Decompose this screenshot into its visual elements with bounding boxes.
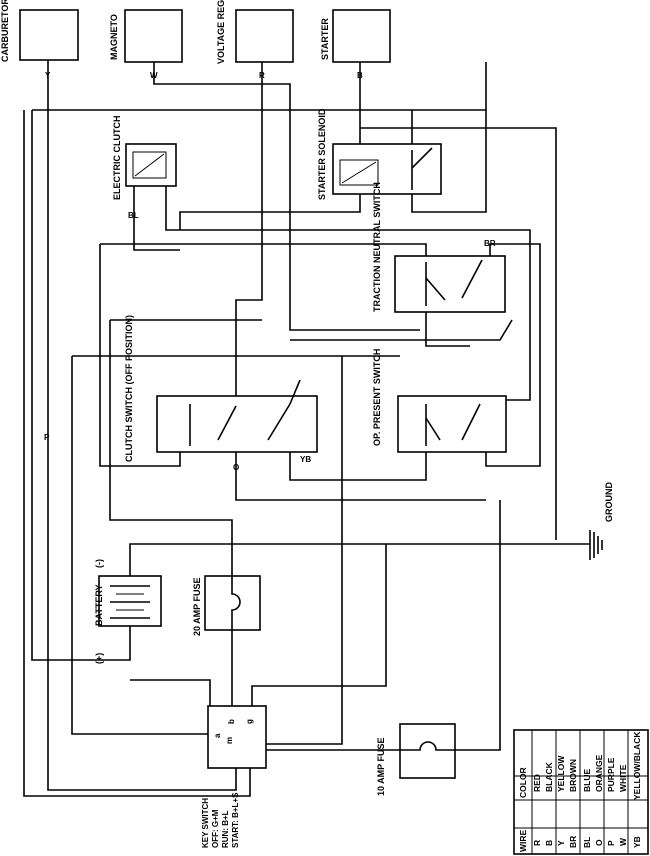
legend-header-color: COLOR [518,767,528,798]
op-present-switch-label: OP. PRESENT SWITCH [372,349,382,446]
clutch-switch-box [156,395,318,453]
starter-solenoid-label: STARTER SOLENOID [317,108,327,200]
legend-wire: BR [568,836,578,848]
starter-solenoid-coil [339,159,379,186]
legend-color: BLACK [544,761,554,792]
legend-wire: R [532,840,542,846]
battery-plus-label: (+) [94,653,104,664]
clutch-switch-label: CLUTCH SWITCH (OFF POSITION) [124,315,134,462]
fuse-10-element [400,741,455,751]
legend-color: YELLOW [556,755,566,792]
wire-label: BL [128,211,139,220]
legend-color: PURPLE [606,757,616,792]
wire-label: YB [300,455,311,464]
legend-color: RED [532,774,542,792]
legend-color: BLUE [582,769,592,792]
key-terminal-a: a [213,733,222,738]
starter-box [332,9,391,63]
legend-header-wire: WIRE [518,829,528,852]
legend-wire: B [544,840,554,846]
wire-label: P [44,433,50,442]
battery-minus-label: (-) [94,559,104,568]
fuse-20-element [231,576,241,630]
key-switch-label: KEY SWITCH [201,798,210,848]
wires [23,60,590,797]
electric-clutch-coil [132,151,167,179]
legend-wire: P [606,840,616,846]
wire-labels: Y W R B BL BR O P YB [44,71,496,472]
starter-label: STARTER [320,18,330,60]
op-present-switch-box [397,395,507,453]
legend-wire: W [618,837,628,846]
key-switch-off: OFF: G+M [211,809,220,848]
legend-wire: Y [556,840,566,846]
fuse-10-label: 10 AMP FUSE [376,737,386,796]
starter-solenoid-box [332,143,442,195]
key-switch-run: RUN: B+L [221,810,230,848]
carburetor-solenoid-label: CARBURETOR SOLENOID [0,0,10,62]
wire-label: O [233,463,239,472]
voltage-regulator-box [235,9,294,63]
wire-label: B [357,71,363,80]
traction-neutral-switch-box [394,255,506,313]
magneto-label: MAGNETO [109,14,119,60]
wire-label: BR [484,239,496,248]
legend-color: ORANGE [594,754,604,792]
key-switch-box [207,705,267,769]
legend-wire: BL [582,837,592,848]
key-terminal-b: b [227,719,236,724]
legend-color: BROWN [568,759,578,792]
wire-label: R [259,71,265,80]
legend-wire: YB [632,836,642,848]
magneto-box [124,9,183,63]
legend-color: YELLOW/BLACK [632,731,642,800]
electric-clutch-box [125,143,177,187]
battery-label: BATTERY [94,585,104,627]
traction-neutral-switch-label: TRACTION NEUTRAL SWITCH [372,182,382,312]
legend-color: WHITE [618,764,628,792]
carburetor-solenoid-box [19,9,79,61]
key-terminal-g: g [245,719,254,724]
fuse-20-label: 20 AMP FUSE [192,577,202,636]
key-terminal-m: m [225,737,234,744]
electric-clutch-label: ELECTRIC CLUTCH [112,116,122,201]
legend-wire: O [594,839,604,846]
ground-label: GROUND [604,482,614,522]
voltage-regulator-label: VOLTAGE REGULATOR [216,0,226,64]
wire-label: W [150,71,158,80]
key-switch-start: START: B+L+S [231,792,240,848]
fuse-10-box [399,723,456,779]
color-legend: WIRE COLOR R RED B BLACK Y YELLOW BR BRO… [513,729,649,855]
wire-label: Y [45,71,51,80]
